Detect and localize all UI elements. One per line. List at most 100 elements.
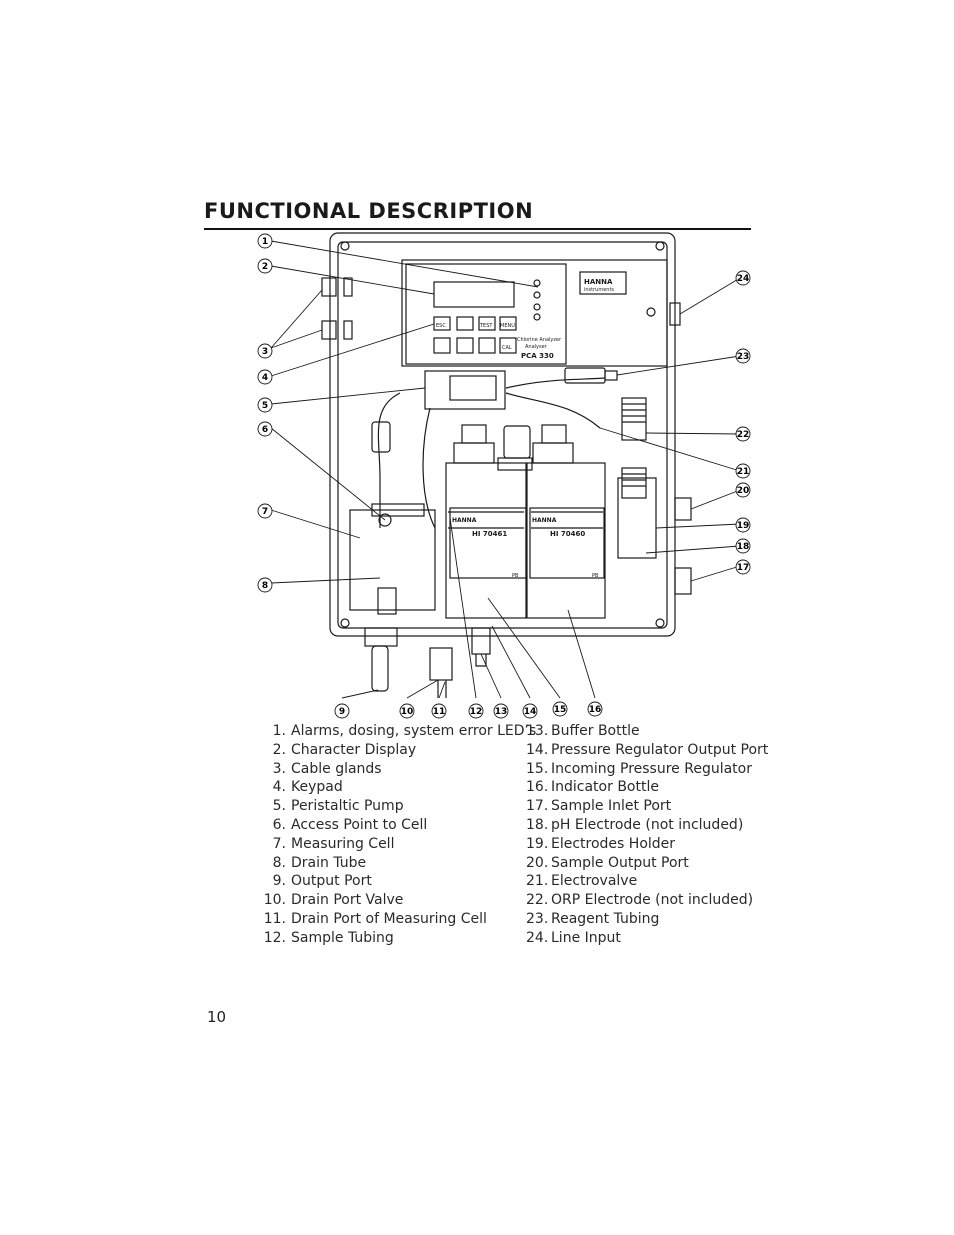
legend-text: Incoming Pressure Regulator [551, 760, 752, 777]
legend-number: 6. [272, 816, 286, 833]
legend-number: 16. [526, 779, 549, 796]
enclosure-outer [329, 232, 676, 637]
legend-number: 15. [526, 760, 549, 777]
legend-number: 12. [263, 929, 286, 946]
callout-number: 1 [262, 237, 268, 247]
legend-text: Drain Port of Measuring Cell [291, 910, 487, 927]
legend-text: Peristaltic Pump [291, 798, 404, 815]
callout-circle [735, 270, 751, 286]
callout-number: 5 [262, 401, 268, 411]
electrodes-holder [617, 477, 657, 559]
indicator-bottle [526, 462, 606, 619]
legend-text: Sample Tubing [291, 929, 394, 946]
legend-item: 8.Drain Tube [262, 854, 536, 873]
legend-number: 9. [272, 873, 286, 890]
legend-item: 21.Electrovalve [526, 872, 768, 891]
callout-number: 19 [737, 521, 750, 531]
legend-number: 4. [272, 779, 286, 796]
callout-number: 14 [524, 707, 537, 717]
callout-circle [257, 233, 273, 249]
legend-number: 20. [526, 854, 549, 871]
callout-circle [735, 517, 751, 533]
character-display [433, 281, 515, 308]
callout-number: 11 [433, 707, 446, 717]
callout-circle [468, 703, 484, 719]
legend-number: 7. [272, 835, 286, 852]
bottle-right-code: HI 70460 [550, 530, 585, 538]
model-line2: Analyser [525, 344, 548, 350]
callout-number: 15 [554, 705, 567, 715]
key-test-label: TEST [479, 323, 493, 329]
callout-circle [552, 701, 568, 717]
callout-circle [735, 538, 751, 554]
legend-text: Sample Inlet Port [551, 798, 672, 815]
legend-item: 14.Pressure Regulator Output Port [526, 741, 768, 760]
legend-item: 12. Sample Tubing [262, 929, 536, 948]
key-esc-label: ESC [436, 323, 446, 329]
callout-circle [257, 343, 273, 359]
bottle-left-brand: HANNA [452, 517, 477, 524]
legend-text: Electrovalve [551, 873, 638, 890]
callout-circle [493, 703, 509, 719]
legend-text: pH Electrode (not included) [551, 816, 744, 833]
callout-number: 2 [262, 262, 268, 272]
output-port-housing [364, 627, 398, 647]
key-menu-label: MENU [500, 323, 515, 329]
legend-number: 18. [526, 816, 549, 833]
legend-text: Output Port [291, 873, 372, 890]
callout-number: 12 [470, 707, 483, 717]
callout-circle [257, 369, 273, 385]
bottle-right-brand: HANNA [532, 517, 557, 524]
callout-circle [399, 703, 415, 719]
legend-text: Alarms, dosing, system error LED’s [291, 723, 537, 739]
callout-circle [735, 559, 751, 575]
callout-circle [735, 348, 751, 364]
legend-item: 5.Peristaltic Pump [262, 797, 536, 816]
legend-number: 8. [272, 854, 286, 871]
callout-number: 3 [262, 347, 268, 357]
cable-gland-upper [321, 277, 337, 297]
brand-label: HANNA [584, 278, 613, 286]
legend-text: Cable glands [291, 760, 382, 777]
callout-circle [257, 503, 273, 519]
legend-text: Measuring Cell [291, 835, 395, 852]
legend-item: 20.Sample Output Port [526, 854, 768, 873]
callout-number: 23 [737, 352, 750, 362]
legend-number: 11. [263, 910, 286, 927]
callout-number: 20 [737, 486, 750, 496]
legend-number: 23. [526, 910, 549, 927]
legend-item: 16.Indicator Bottle [526, 778, 768, 797]
legend-number: 24. [526, 929, 549, 946]
legend-number: 17. [526, 798, 549, 815]
model-line1: Chlorine Analyzer [517, 337, 562, 343]
legend-text: Keypad [291, 779, 343, 796]
legend-item: 23.Reagent Tubing [526, 910, 768, 929]
brand-sub-label: instruments [584, 287, 614, 293]
callout-number: 17 [737, 563, 750, 573]
callout-circle [257, 258, 273, 274]
page-title: FUNCTIONAL DESCRIPTION [204, 199, 534, 223]
legend-text: Indicator Bottle [551, 779, 659, 796]
legend-text: Reagent Tubing [551, 910, 660, 927]
legend-text: Drain Port Valve [291, 892, 404, 909]
callout-number: 6 [262, 425, 268, 435]
callout-number: 7 [262, 507, 268, 517]
callout-number: 4 [262, 373, 268, 383]
legend-item: 3.Cable glands [262, 760, 536, 779]
legend-item: 1.Alarms, dosing, system error LED’s [262, 722, 537, 741]
legend-text: Electrodes Holder [551, 835, 676, 852]
cable-gland-lower [321, 320, 337, 340]
legend-number: 10. [263, 892, 286, 909]
analyzer-diagram: ESC TEST MENU CAL HANNA instruments Chlo… [257, 232, 751, 719]
legend-item: 2.Character Display [262, 741, 536, 760]
legend-text: Pressure Regulator Output Port [551, 741, 769, 758]
callout-circle [522, 703, 538, 719]
callout-number: 24 [737, 274, 750, 284]
legend-item: 24.Line Input [526, 929, 768, 948]
legend-item: 17.Sample Inlet Port [526, 797, 768, 816]
legend-text: ORP Electrode (not included) [551, 892, 754, 909]
enclosure-inner [337, 241, 668, 629]
